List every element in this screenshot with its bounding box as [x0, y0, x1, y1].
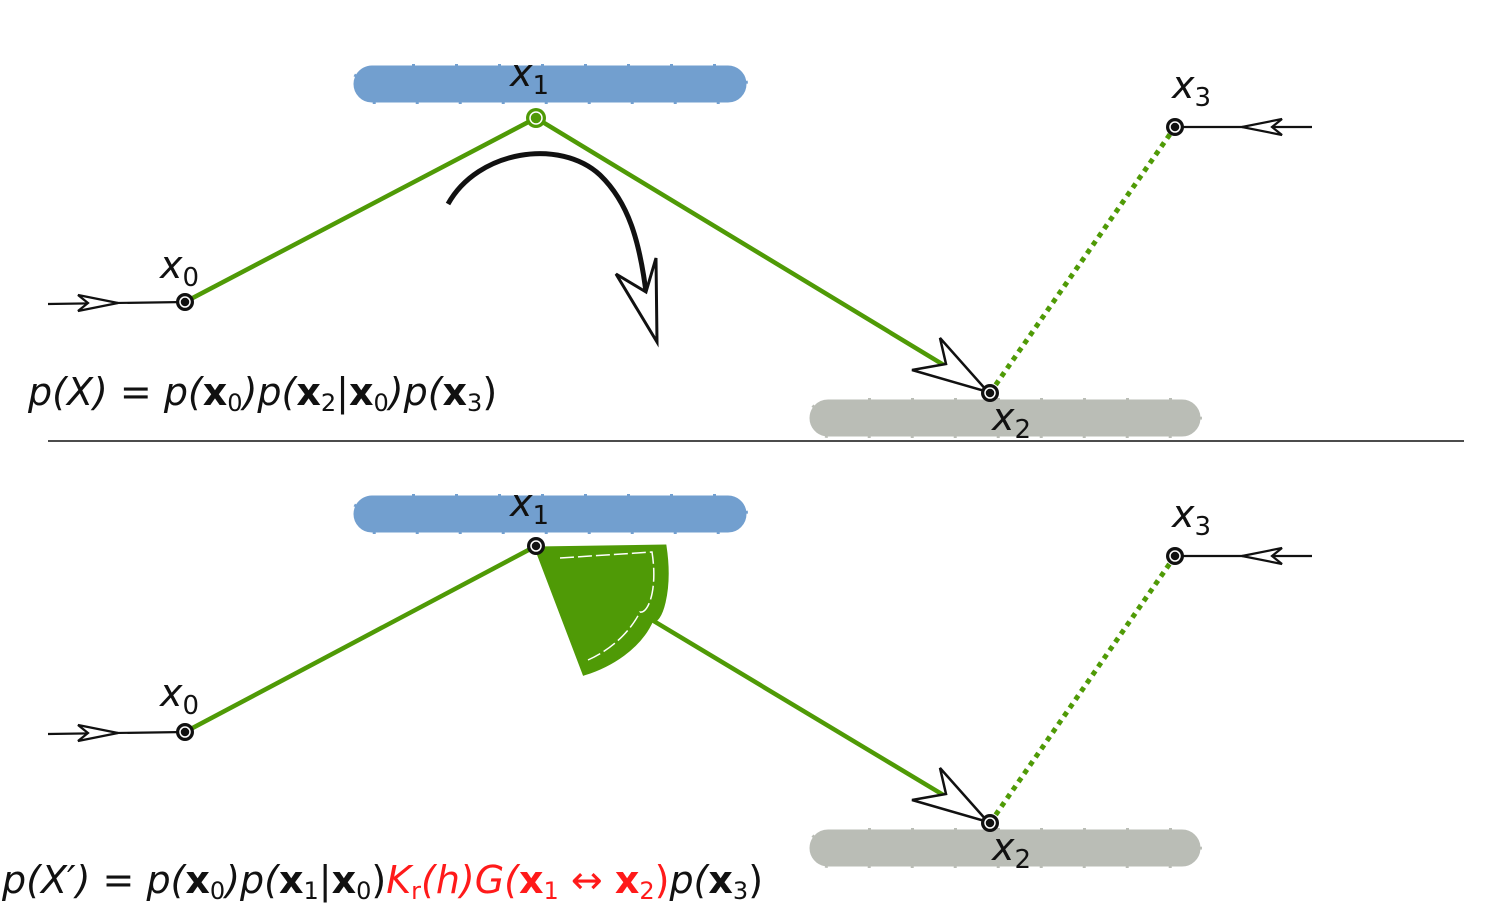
vertex-x3-top	[1166, 118, 1184, 136]
equation-part: p(	[152, 370, 205, 414]
equation-part: )	[371, 858, 386, 902]
label-x3-top: x3	[1171, 63, 1211, 113]
gray-surface-top	[806, 396, 1204, 440]
segment-x0-x1-top	[183, 116, 538, 304]
arrowhead-x2-top	[911, 337, 992, 395]
label-x1-bottom: x1	[509, 481, 549, 531]
mutation-arrowhead	[614, 257, 659, 348]
equation-part: 3	[467, 389, 482, 417]
arrowhead-x0-bottom	[77, 723, 119, 743]
equation-part: )p(	[240, 370, 299, 414]
equation-part: x	[708, 858, 733, 902]
equation-top-lhs: p(X) =	[27, 370, 152, 414]
equation-part: 2	[639, 877, 654, 905]
label-x1-top: x1	[509, 51, 549, 101]
gray-surface-bottom	[806, 826, 1204, 870]
light-surface-top	[350, 62, 750, 106]
equation-part: |	[319, 858, 332, 903]
equation-part: x	[296, 370, 321, 414]
equation-part: x	[185, 858, 210, 902]
top-panel: x0 x1 x2 x3 p(X) = p(x0)p(x2|x0)p(x3)	[27, 51, 1312, 445]
equation-bottom-lhs: p(X′) =	[1, 858, 134, 902]
label-x2-top: x2	[991, 395, 1031, 445]
sampling-lobe	[533, 544, 669, 676]
equation-part: (h)G(	[421, 858, 521, 902]
equation-part: 1	[544, 877, 559, 905]
segment-lobe-x2-bottom	[650, 618, 992, 825]
vertex-x2-top	[981, 384, 999, 402]
equation-part: )p(	[222, 858, 281, 902]
equation-part: |	[336, 370, 349, 415]
vertex-x1-bottom	[527, 537, 545, 555]
equation-part: p(	[134, 858, 187, 902]
equation-part: K	[386, 858, 414, 902]
equation-part: p(	[668, 858, 710, 902]
equation-part: )	[748, 858, 763, 902]
equation-part: 0	[373, 389, 388, 417]
equation-part: x	[519, 858, 544, 902]
segment-x2-x3-top-dotted	[987, 125, 1178, 395]
bottom-panel: x0 x1 x2 x3 p(X′) = p(x0)p(x1|x0)Kr(h)G(…	[1, 481, 1312, 905]
vertex-x1-top	[526, 108, 546, 128]
arrowhead-x2-bottom	[911, 767, 992, 825]
mutation-curve-arrow	[445, 151, 650, 301]
equation-part: x	[443, 370, 468, 414]
equation-part: 1	[303, 877, 318, 905]
arrowhead-x3-bottom	[1241, 546, 1283, 566]
equation-part: ↔	[559, 858, 615, 902]
arrowhead-x3-top	[1241, 117, 1283, 137]
equation-part: 3	[733, 877, 748, 905]
equation-part: 0	[210, 877, 225, 905]
equation-part: )	[655, 858, 670, 902]
segment-x0-x1-bottom	[183, 544, 538, 734]
equation-part: 0	[356, 877, 371, 905]
vertex-x2-bottom	[981, 814, 999, 832]
vertex-x3-bottom	[1166, 547, 1184, 565]
equation-part: )	[482, 370, 497, 414]
sampling-lobe-edge	[559, 551, 655, 661]
equation-part: r	[411, 877, 421, 905]
label-x0-top: x0	[159, 243, 199, 293]
vertex-x0-bottom	[176, 723, 194, 741]
label-x2-bottom: x2	[991, 825, 1031, 875]
arrowhead-x0-top	[77, 293, 119, 313]
equation-part: )p(	[386, 370, 445, 414]
equation-part: x	[279, 858, 304, 902]
light-surface-bottom	[350, 492, 750, 536]
segment-x1-x2-top	[534, 116, 992, 395]
equation-part: 0	[227, 389, 242, 417]
vertex-x0-top	[176, 293, 194, 311]
label-x0-bottom: x0	[159, 671, 199, 721]
equation-bottom: p(X′) = p(x0)p(x1|x0)Kr(h)G(x1 ↔ x2)p(x3…	[1, 858, 763, 905]
equation-top: p(X) = p(x0)p(x2|x0)p(x3)	[27, 370, 497, 417]
segment-x2-x3-bottom-dotted	[987, 554, 1178, 825]
equation-part: x	[332, 858, 357, 902]
equation-part: 2	[321, 389, 336, 417]
label-x3-bottom: x3	[1171, 492, 1211, 542]
equation-part: x	[349, 370, 374, 414]
equation-part: x	[615, 858, 640, 902]
equation-part: x	[203, 370, 228, 414]
